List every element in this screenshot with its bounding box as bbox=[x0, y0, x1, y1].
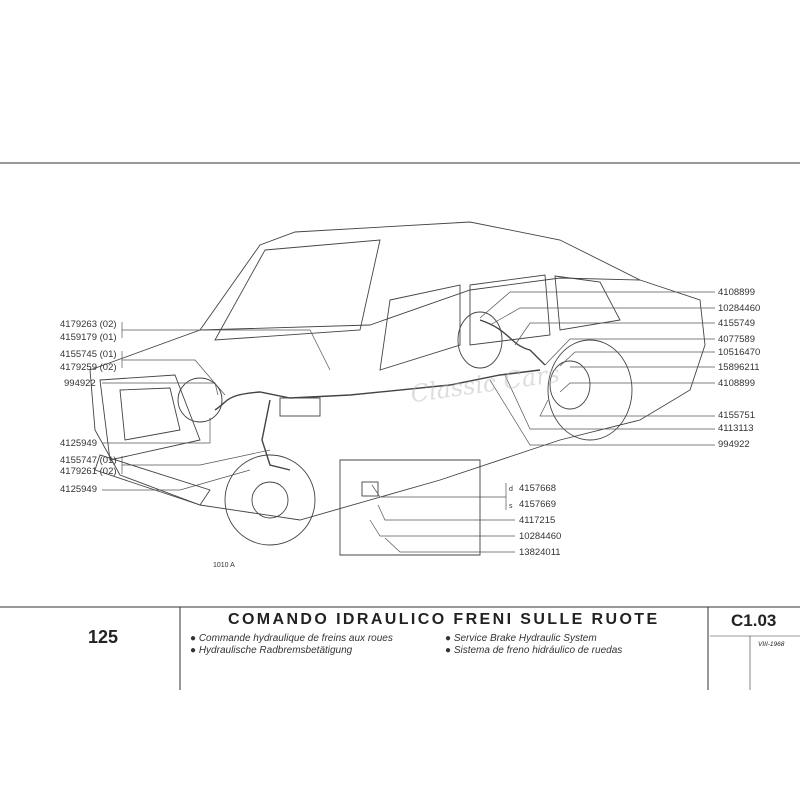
part-label: 4155747 (01) bbox=[60, 455, 117, 466]
part-label: 4077589 bbox=[718, 334, 755, 345]
subtitle-text: Commande hydraulique de freins aux roues bbox=[198, 633, 393, 644]
stamp: 1010 A bbox=[213, 562, 235, 569]
subtitle-text: Hydraulische Radbremsbetätigung bbox=[198, 645, 353, 656]
part-label: 15896211 bbox=[718, 362, 760, 373]
part-label: 4157668 bbox=[519, 483, 556, 494]
part-label: 4113113 bbox=[718, 423, 754, 434]
left-callouts bbox=[102, 322, 331, 491]
subtitle-text: Sistema de freno hidráulico de ruedas bbox=[453, 645, 623, 656]
part-label: 994922 bbox=[64, 378, 96, 389]
part-label: 4125949 bbox=[60, 438, 97, 449]
part-label: 4117215 bbox=[519, 515, 555, 526]
section-code: C1.03 bbox=[731, 611, 777, 630]
part-label: 13824011 bbox=[519, 547, 561, 558]
lower-callouts bbox=[369, 483, 515, 553]
part-label: 4159179 (01) bbox=[60, 332, 117, 343]
part-label: 4125949 bbox=[60, 484, 97, 495]
side-marker: d bbox=[509, 486, 513, 493]
page-number: 125 bbox=[88, 627, 119, 647]
part-label: 4108899 bbox=[718, 378, 755, 389]
right-callouts bbox=[479, 291, 715, 446]
subtitle-en: ● Service Brake Hydraulic System bbox=[445, 633, 597, 644]
car-illustration bbox=[89, 221, 706, 556]
side-marker: s bbox=[509, 503, 513, 510]
subtitle-es: ● Sistema de freno hidráulico de ruedas bbox=[445, 645, 623, 656]
page-title: COMANDO IDRAULICO FRENI SULLE RUOTE bbox=[228, 611, 660, 628]
part-label: 4179261 (02) bbox=[60, 466, 117, 477]
subtitle-text: Service Brake Hydraulic System bbox=[453, 633, 597, 644]
part-label: 994922 bbox=[718, 439, 750, 450]
part-label: 4179259 (02) bbox=[60, 362, 117, 373]
part-label: 4155751 bbox=[718, 410, 755, 421]
part-label: 10516470 bbox=[718, 347, 760, 358]
subtitle-fr: ● Commande hydraulique de freins aux rou… bbox=[190, 633, 393, 644]
edition-date: VIII-1968 bbox=[758, 641, 785, 648]
part-label: 4157669 bbox=[519, 499, 556, 510]
part-label: 4108899 bbox=[718, 287, 755, 298]
part-label: 4155745 (01) bbox=[60, 349, 117, 360]
part-label: 4179263 (02) bbox=[60, 319, 117, 330]
part-label: 4155749 bbox=[718, 318, 755, 329]
part-label: 10284460 bbox=[519, 531, 561, 542]
part-label: 10284460 bbox=[718, 303, 760, 314]
subtitle-de: ● Hydraulische Radbremsbetätigung bbox=[190, 645, 353, 656]
